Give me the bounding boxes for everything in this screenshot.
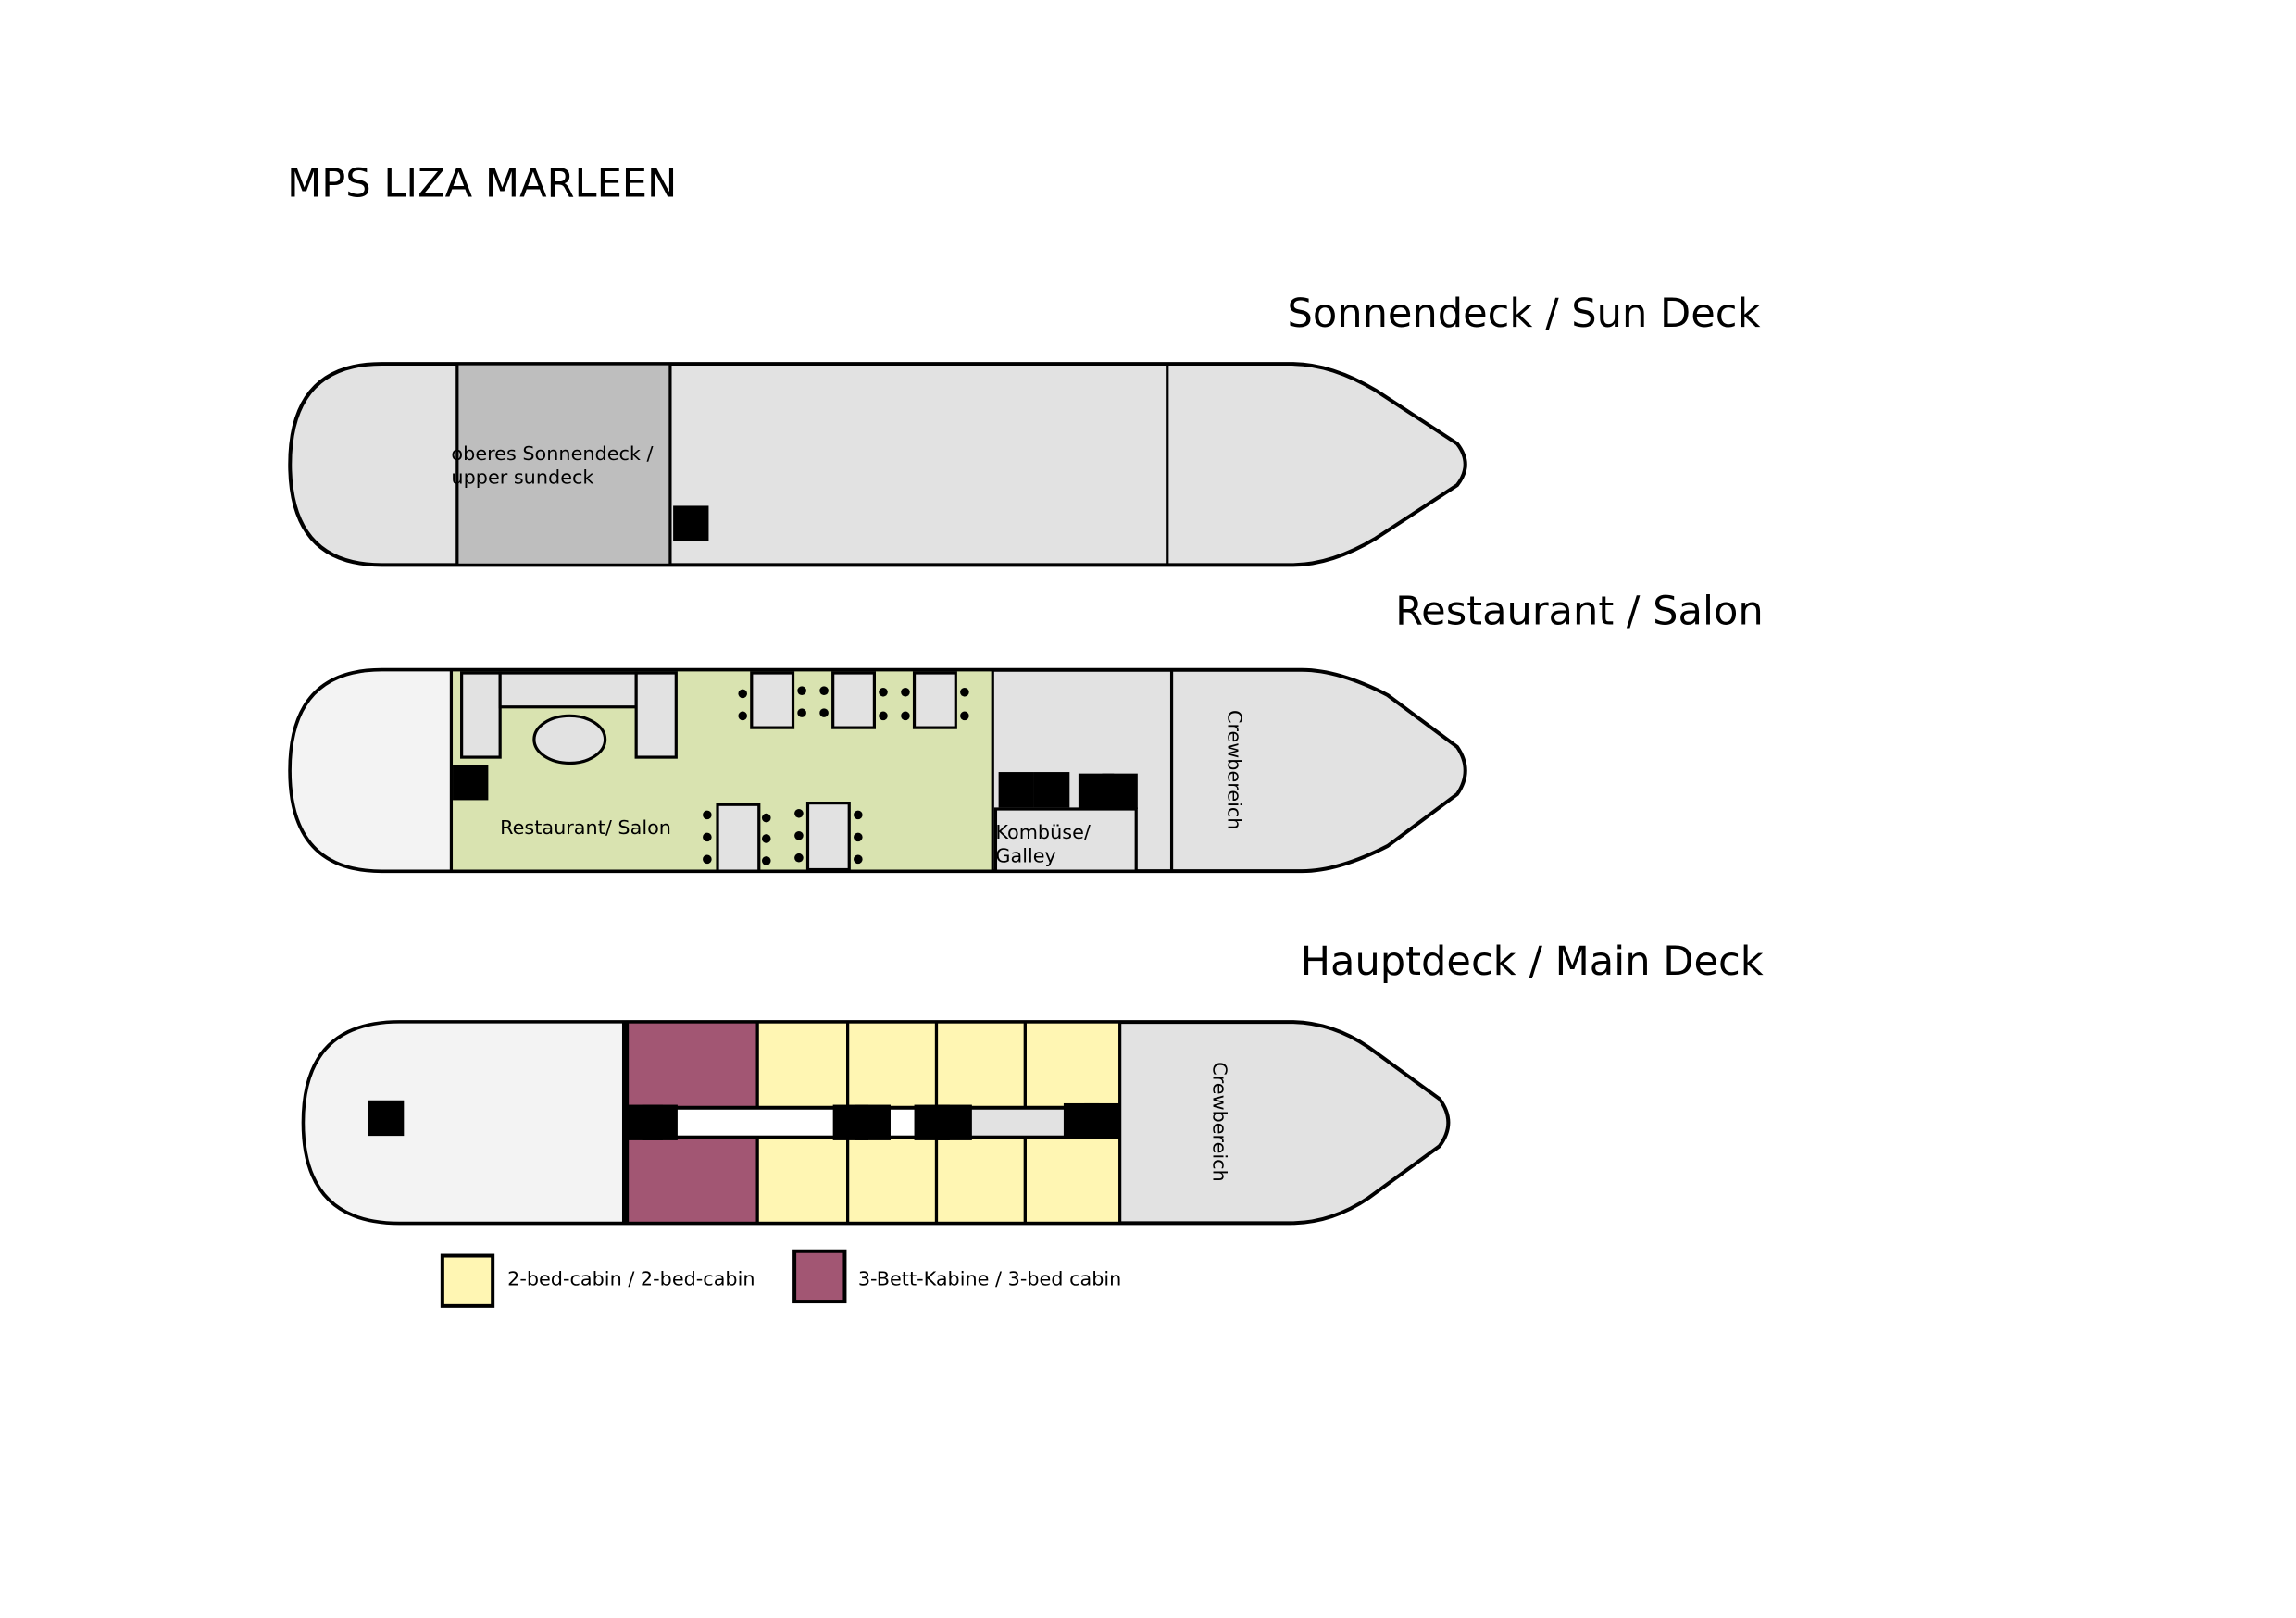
crew-area-label: Crewbereich xyxy=(1223,710,1245,830)
galley-area xyxy=(993,807,1138,873)
sun-deck: oberes Sonnendeck / upper sundeck xyxy=(288,362,1467,567)
main-deck-title: Hauptdeck / Main Deck xyxy=(1301,939,1764,985)
stairs-icon xyxy=(368,1100,405,1137)
upper-sundeck-label-en: upper sundeck xyxy=(451,466,593,488)
crew-area-label: Crewbereich xyxy=(1208,1062,1230,1182)
stairs-icon xyxy=(1084,1102,1120,1139)
legend-swatch-2-bed xyxy=(440,1253,495,1308)
main-deck: Crewbereich xyxy=(301,1020,1451,1226)
stairs-icon xyxy=(642,1104,678,1140)
salon-deck-title: Restaurant / Salon xyxy=(1395,588,1764,634)
stairs-icon xyxy=(673,505,709,541)
stairs-icon xyxy=(998,772,1034,808)
stairs-icon xyxy=(453,765,489,801)
ship-title: MPS LIZA MARLEEN xyxy=(287,161,677,207)
stairs-icon xyxy=(936,1104,972,1140)
legend: 2-bed-cabin / 2-bed-cabin 3-Bett-Kabine … xyxy=(440,1249,1122,1308)
galley-label: Kombüse/ xyxy=(995,821,1090,843)
upper-sundeck-label: oberes Sonnendeck / xyxy=(451,442,653,465)
restaurant-label: Restaurant/ Salon xyxy=(500,816,671,839)
legend-swatch-3-bed xyxy=(792,1249,847,1304)
sun-deck-title: Sonnendeck / Sun Deck xyxy=(1287,291,1760,337)
stairs-icon xyxy=(1102,773,1138,809)
stairs-icon xyxy=(1033,772,1070,808)
legend-label-3-bed: 3-Bett-Kabine / 3-bed cabin xyxy=(858,1267,1122,1289)
corridor xyxy=(649,1105,860,1139)
salon-deck: Restaurant/ Salon Kombüse/ Galley Crewbe… xyxy=(288,667,1467,874)
galley-label-en: Galley xyxy=(995,845,1055,867)
upper-sundeck-area xyxy=(455,362,672,566)
stairs-icon xyxy=(855,1104,891,1140)
legend-label-2-bed: 2-bed-cabin / 2-bed-cabin xyxy=(507,1267,755,1289)
